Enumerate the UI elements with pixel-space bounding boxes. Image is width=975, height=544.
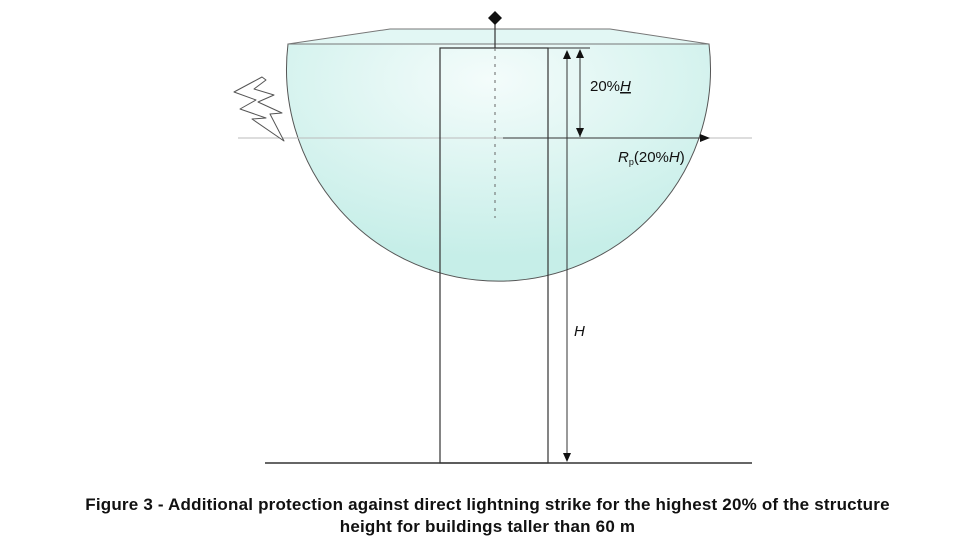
protection-diagram: 20%H Rp(20%H) H bbox=[233, 11, 752, 464]
label-20pct-h: 20%H bbox=[590, 78, 631, 95]
figure-caption: Figure 3 - Additional protection against… bbox=[0, 494, 975, 538]
label-height: H bbox=[574, 323, 585, 340]
air-terminal-icon bbox=[488, 11, 502, 218]
caption-line-2: height for buildings taller than 60 m bbox=[339, 517, 636, 536]
dimension-top-20pct bbox=[548, 47, 590, 137]
protection-sphere bbox=[286, 43, 711, 282]
sphere-cap bbox=[287, 28, 710, 45]
caption-line-1: Figure 3 - Additional protection against… bbox=[85, 495, 890, 514]
label-radius: Rp(20%H) bbox=[618, 149, 685, 167]
dimension-radius bbox=[503, 134, 710, 142]
dimension-height bbox=[563, 50, 571, 462]
lightning-icon bbox=[233, 76, 285, 142]
